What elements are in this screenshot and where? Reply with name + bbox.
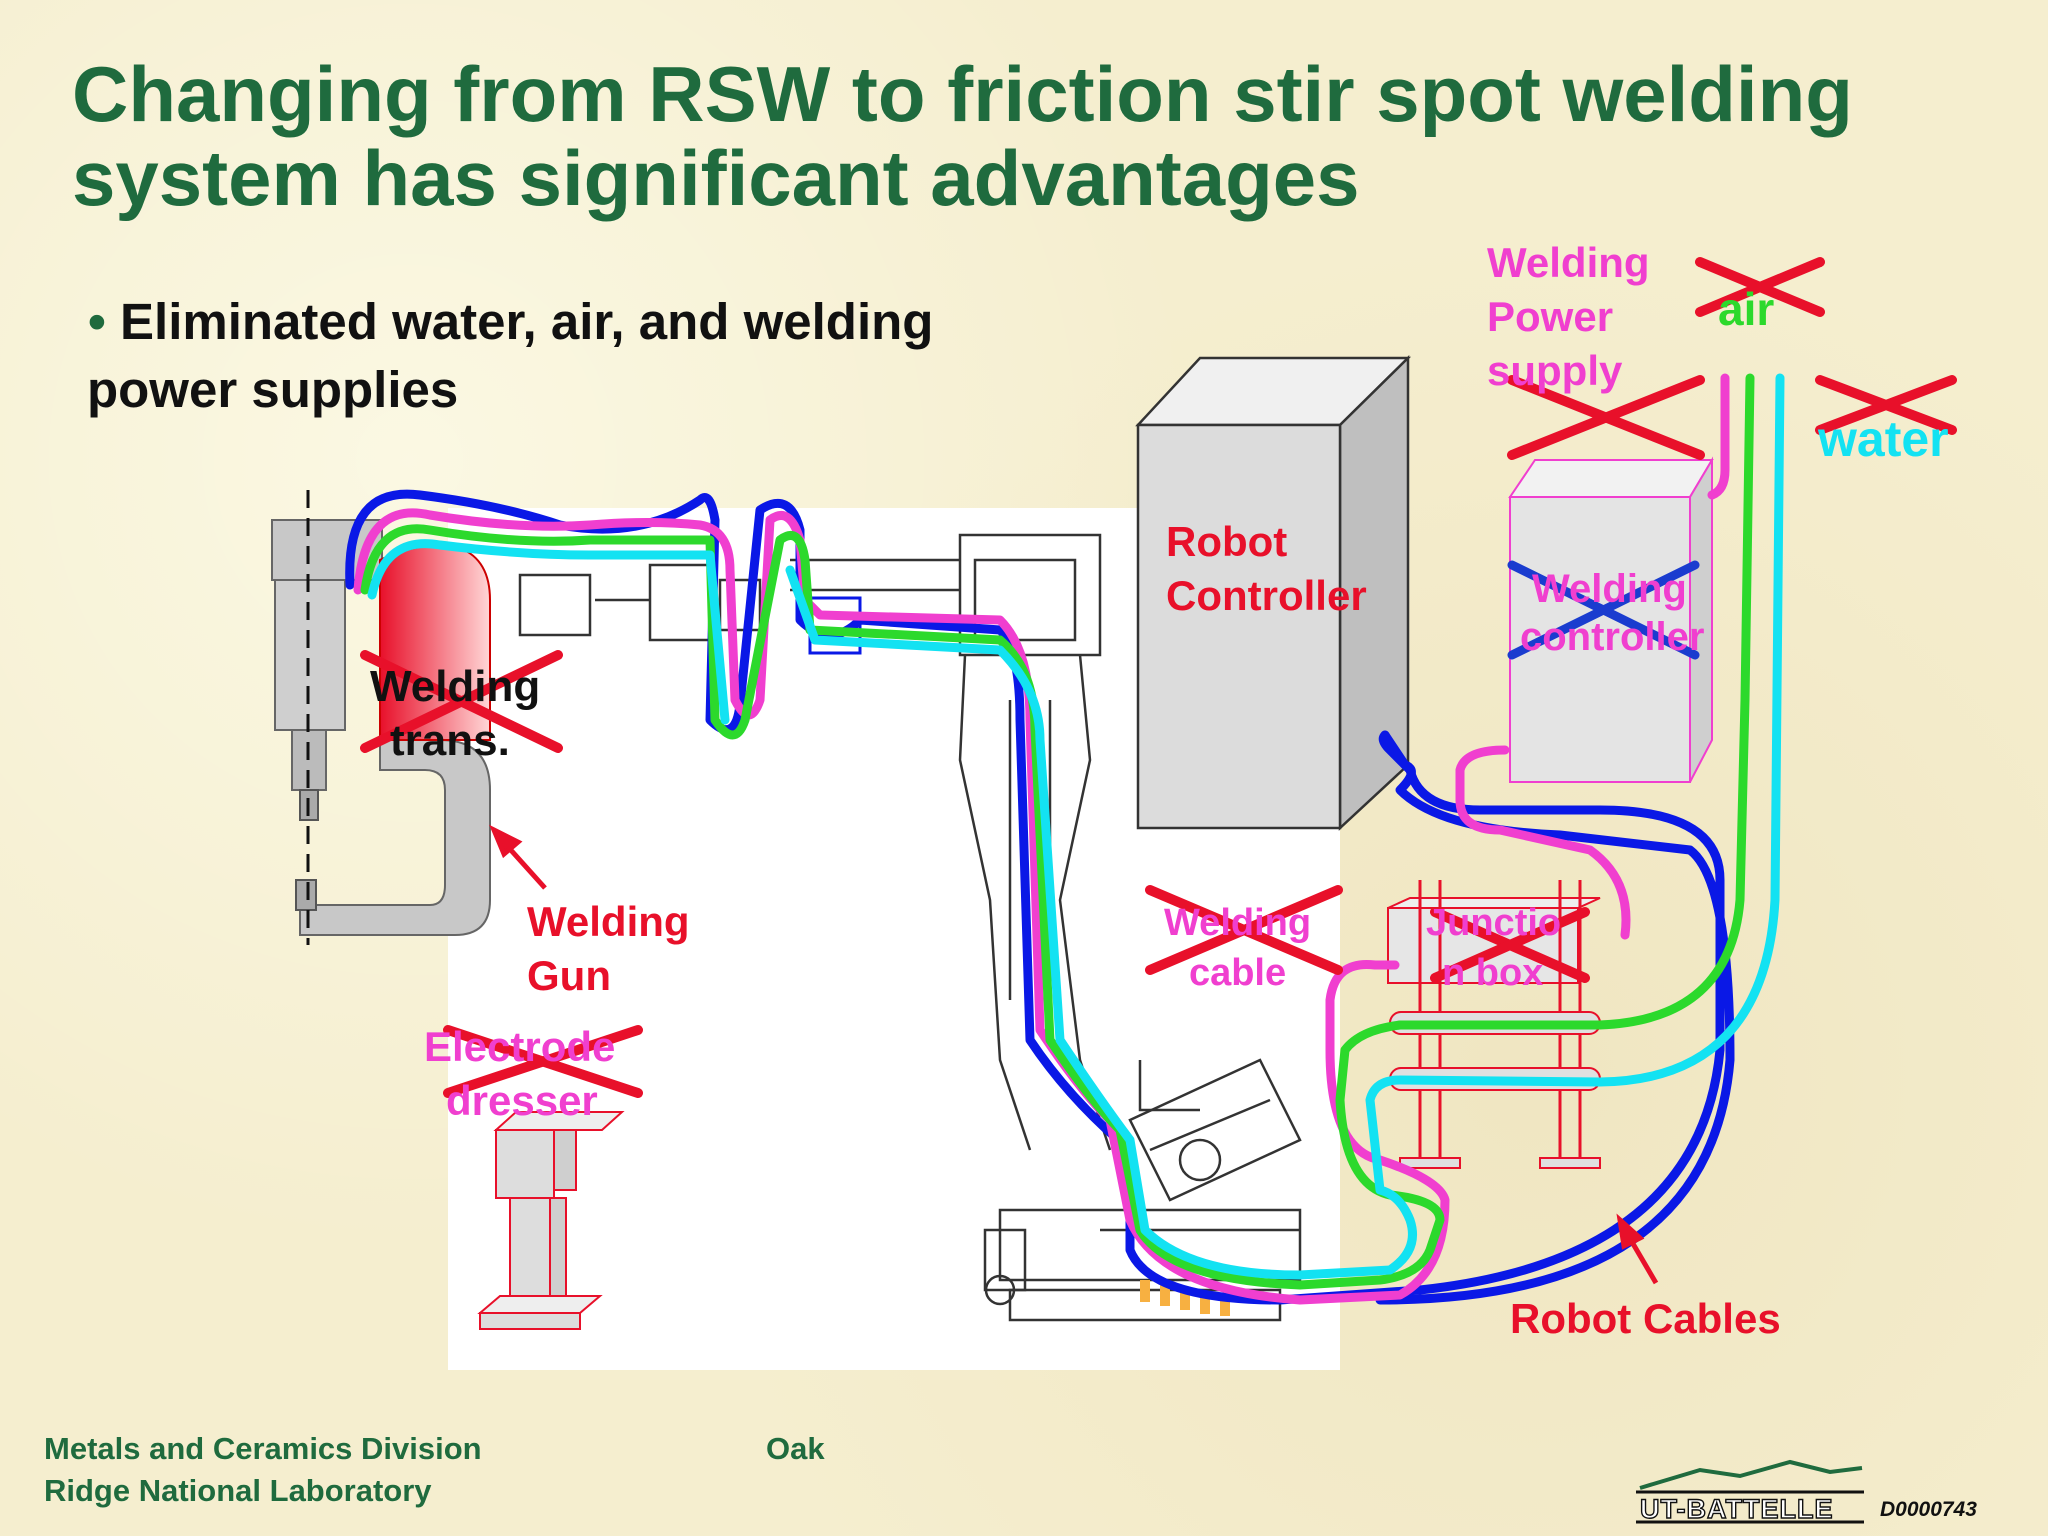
label-electrode-dresser: Electrode dresser bbox=[424, 1020, 615, 1128]
electrode-dresser bbox=[477, 1111, 625, 1330]
footer-oak: Oak bbox=[766, 1431, 825, 1466]
label-robot-cables: Robot Cables bbox=[1510, 1295, 1781, 1342]
label-air: air bbox=[1718, 283, 1775, 335]
label-junction-box: Junctio n box bbox=[1426, 898, 1561, 998]
bullet-line-1: Eliminated water, air, and welding bbox=[120, 293, 934, 350]
cross-electrode-dresser bbox=[443, 1025, 643, 1098]
cross-welding-trans bbox=[360, 650, 563, 753]
title-line-2: system has significant advantages bbox=[72, 134, 1360, 222]
label-welding-controller: Welding controller bbox=[1520, 565, 1704, 661]
label-welding-gun: Welding Gun bbox=[527, 895, 690, 1003]
pointer-arrows bbox=[489, 824, 1659, 1285]
footer-lab: Ridge National Laboratory bbox=[44, 1473, 432, 1508]
title-line-1: Changing from RSW to friction stir spot … bbox=[72, 50, 1853, 138]
logo-text: UT-BATTELLE bbox=[1640, 1494, 1833, 1524]
label-water: water bbox=[1818, 411, 1949, 467]
label-text: n box bbox=[1442, 952, 1544, 994]
label-welding-cable: Welding cable bbox=[1164, 898, 1311, 998]
robot-controller-cabinet bbox=[1135, 355, 1412, 831]
label-text: Controller bbox=[1166, 572, 1367, 619]
label-robot-controller: Robot Controller bbox=[1166, 515, 1367, 623]
robot-base-teeth bbox=[1140, 1280, 1230, 1316]
label-text: Power bbox=[1487, 293, 1614, 340]
cross-air bbox=[1695, 257, 1825, 317]
footer-division: Metals and Ceramics Division bbox=[44, 1431, 482, 1466]
label-text: dresser bbox=[446, 1077, 598, 1124]
label-text: Welding bbox=[1164, 902, 1312, 944]
bullet-marker: • bbox=[88, 293, 106, 350]
cross-water bbox=[1815, 375, 1957, 435]
doc-id: D0000743 bbox=[1880, 1498, 1977, 1521]
bullet-line-2: power supplies bbox=[87, 361, 459, 418]
label-text: trans. bbox=[390, 716, 510, 765]
label-text: Gun bbox=[527, 952, 611, 999]
label-text: Welding bbox=[1487, 239, 1650, 286]
label-text: Robot bbox=[1166, 518, 1288, 565]
bullet-point: • Eliminated water, air, and welding pow… bbox=[87, 288, 1088, 424]
label-text: controller bbox=[1520, 615, 1705, 659]
label-text: cable bbox=[1188, 952, 1287, 994]
slide-title: Changing from RSW to friction stir spot … bbox=[72, 52, 1992, 220]
label-text: Junctio bbox=[1426, 902, 1562, 944]
cable-bundle bbox=[345, 373, 1785, 1305]
label-text: Welding bbox=[370, 662, 541, 711]
label-text: Welding bbox=[1532, 567, 1687, 611]
welding-gun bbox=[271, 490, 491, 945]
label-welding-power-supply: Welding Power supply bbox=[1487, 236, 1650, 398]
cross-power-supply bbox=[1507, 375, 1705, 460]
label-welding-trans: Welding trans. bbox=[370, 660, 540, 768]
cross-welding-cable bbox=[1145, 885, 1343, 975]
ut-battelle-logo: UT-BATTELLE bbox=[1636, 1459, 1864, 1525]
cross-welding-controller bbox=[1507, 560, 1700, 660]
label-text: Welding bbox=[527, 898, 690, 945]
cross-marks bbox=[360, 257, 1957, 1098]
cross-junction-box bbox=[1430, 907, 1590, 983]
label-text: Electrode bbox=[424, 1023, 616, 1070]
label-text: supply bbox=[1487, 347, 1623, 394]
